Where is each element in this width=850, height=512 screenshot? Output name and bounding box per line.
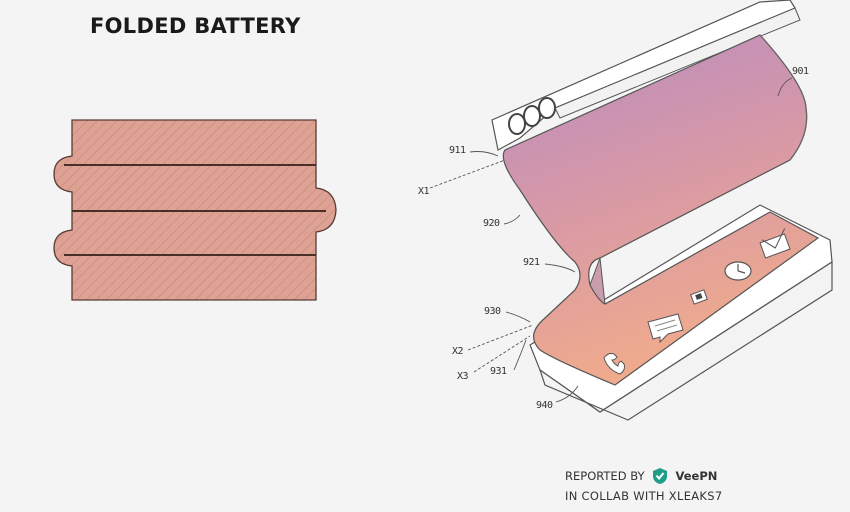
app-icon <box>690 289 708 305</box>
foldable-device-diagram <box>429 0 833 421</box>
top-housing-edge <box>554 7 801 119</box>
callout-x1: X1 <box>418 186 430 197</box>
callout-x2: X2 <box>452 346 464 357</box>
callout-920: 920 <box>483 218 500 229</box>
clock-icon <box>724 261 752 281</box>
screen-curve <box>759 34 808 161</box>
callout-x3: X3 <box>457 371 469 382</box>
reported-by-text: REPORTED BY <box>565 469 645 483</box>
callout-931: 931 <box>490 366 507 377</box>
callout-901: 901 <box>792 66 809 77</box>
mail-icon <box>759 228 791 259</box>
phone-icon <box>603 353 625 375</box>
screen-fold-edge <box>589 257 606 305</box>
page-title: FOLDED BATTERY <box>90 14 301 38</box>
collab-text: IN COLLAB WITH XLEAKS7 <box>565 489 723 503</box>
callout-940: 940 <box>536 400 553 411</box>
message-icon <box>647 313 684 344</box>
folded-battery-diagram <box>53 119 337 301</box>
bottom-housing-side <box>538 260 833 421</box>
callout-921: 921 <box>523 257 540 268</box>
vpn-shield-icon <box>653 468 668 484</box>
callout-911: 911 <box>449 145 466 156</box>
credit-footer: REPORTED BY VeePN IN COLLAB WITH XLEAKS7 <box>565 466 723 503</box>
callout-930: 930 <box>484 306 501 317</box>
brand-name: VeePN <box>675 469 718 483</box>
camera-lens-icon <box>508 97 556 135</box>
